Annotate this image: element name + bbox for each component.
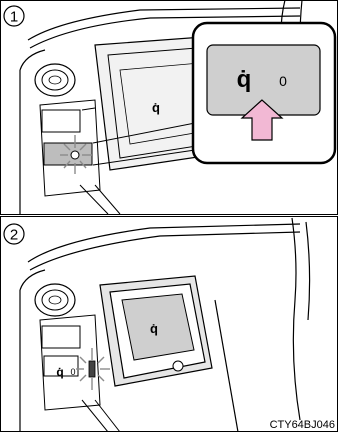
phone-home-button	[173, 361, 183, 371]
panel-1: 1 q̇	[1, 0, 338, 215]
step-2-badge: 2	[4, 224, 24, 244]
callout-box: q̇ 0	[193, 23, 335, 163]
switch-indicator-zero: 0	[70, 367, 75, 377]
callout-qi-icon: q̇	[237, 66, 252, 93]
round-vent-2	[35, 284, 75, 316]
charger-tray-qi-icon: q̇	[152, 100, 160, 115]
round-vent-1	[35, 64, 75, 96]
switch-qi-icon: q̇	[56, 365, 63, 379]
figure-code: CTY64BJ046	[270, 419, 335, 431]
phone-qi-icon: q̇	[150, 321, 158, 336]
step-1-number: 1	[10, 9, 18, 26]
step-2-number: 2	[10, 227, 18, 244]
charger-with-phone: q̇	[100, 276, 212, 386]
step-1-badge: 1	[4, 6, 24, 26]
panel-2: 2 q̇	[1, 217, 338, 432]
callout-indicator-zero: 0	[279, 73, 287, 89]
